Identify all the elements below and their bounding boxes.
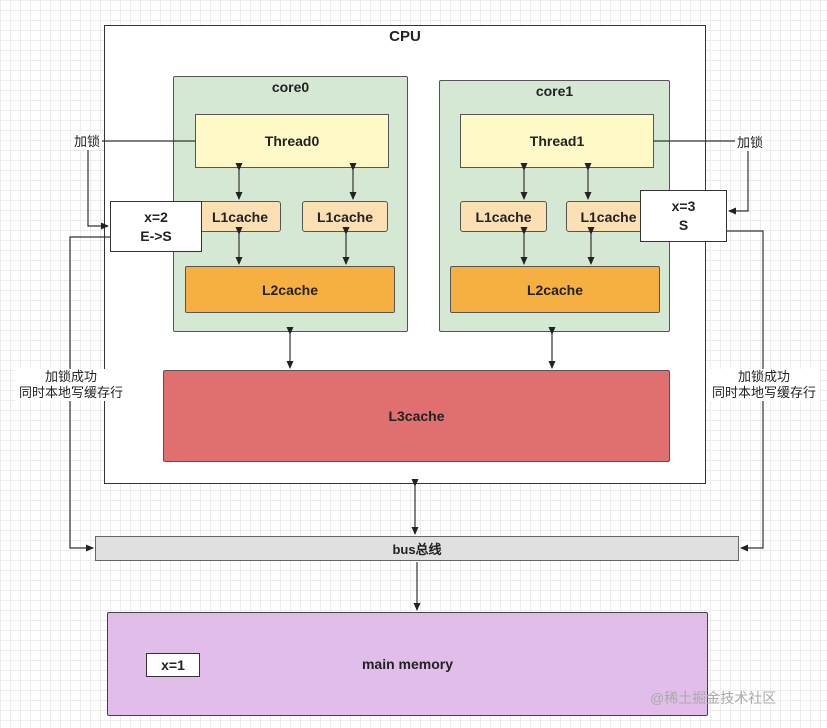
core1-label: core1 bbox=[535, 83, 574, 99]
l1cache-label: L1cache bbox=[211, 208, 269, 225]
core0-l1cache-b: L1cache bbox=[302, 201, 388, 232]
core0-label: core0 bbox=[271, 79, 310, 95]
thread1-box: Thread1 bbox=[460, 114, 654, 168]
core0-state-value: x=2 bbox=[144, 208, 168, 225]
core1-state-value: x=3 bbox=[671, 198, 696, 214]
cpu-label: CPU bbox=[389, 28, 421, 45]
lock-success-label-left: 加锁成功 同时本地写缓存行 bbox=[15, 369, 127, 401]
l2cache-label: L2cache bbox=[526, 281, 584, 298]
core1-l2cache: L2cache bbox=[450, 266, 660, 313]
l2cache-label: L2cache bbox=[261, 281, 319, 298]
lock-label-right: 加锁 bbox=[735, 135, 766, 151]
l1cache-label: L1cache bbox=[316, 208, 374, 225]
core1-state-status: S bbox=[678, 217, 689, 233]
lock-success-line2: 同时本地写缓存行 bbox=[18, 385, 123, 400]
l1cache-label: L1cache bbox=[580, 208, 637, 225]
core1-l1cache-b: L1cache bbox=[566, 201, 651, 232]
watermark: @稀土掘金技术社区 bbox=[650, 690, 777, 706]
arrow-thread0-lock bbox=[87, 140, 195, 230]
lock-success-label-right: 加锁成功 同时本地写缓存行 bbox=[708, 369, 820, 401]
core0-state-status: E->S bbox=[140, 227, 172, 244]
core1-cache-state: x=3 S bbox=[640, 190, 727, 242]
core0-l2cache: L2cache bbox=[185, 266, 395, 313]
l3cache-label: L3cache bbox=[388, 408, 445, 424]
bus-label: bus总线 bbox=[392, 542, 442, 557]
core1-l1cache-a: L1cache bbox=[460, 201, 547, 232]
lock-success-line1: 加锁成功 bbox=[737, 369, 790, 384]
memory-value: x=1 bbox=[161, 657, 185, 673]
thread0-label: Thread0 bbox=[264, 133, 320, 149]
thread0-box: Thread0 bbox=[195, 114, 389, 168]
main-memory-label: main memory bbox=[361, 656, 454, 672]
lock-label-left: 加锁 bbox=[72, 134, 103, 150]
main-memory-box: main memory bbox=[107, 612, 708, 716]
l3cache-box: L3cache bbox=[163, 370, 670, 462]
thread1-label: Thread1 bbox=[529, 133, 585, 149]
memory-value-box: x=1 bbox=[146, 653, 200, 677]
lock-success-line2: 同时本地写缓存行 bbox=[711, 385, 816, 400]
arrow-thread1-lock bbox=[654, 140, 749, 215]
l1cache-label: L1cache bbox=[475, 208, 532, 225]
lock-success-line1: 加锁成功 bbox=[44, 369, 97, 384]
bus-box: bus总线 bbox=[95, 536, 739, 561]
core0-l1cache-a: L1cache bbox=[199, 201, 281, 232]
core0-cache-state: x=2 E->S bbox=[110, 201, 202, 252]
